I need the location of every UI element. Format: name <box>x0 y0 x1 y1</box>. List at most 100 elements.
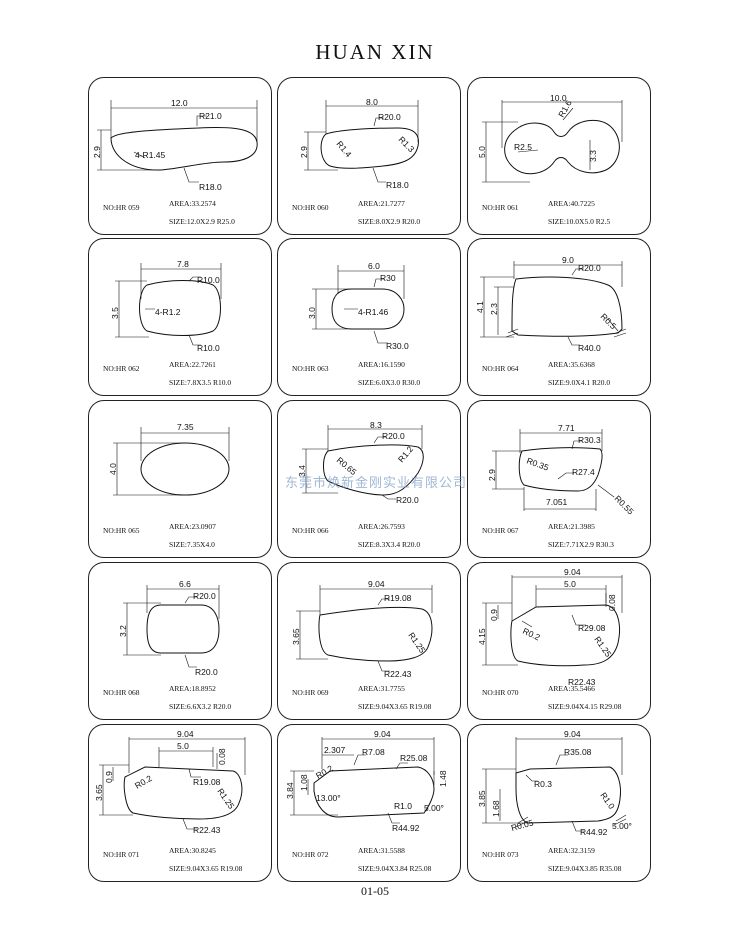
part-size: SIZE:9.04X3.85 R35.08 <box>548 864 622 873</box>
dim-label: R1.0 <box>598 790 617 811</box>
part-drawing: 9.04 2.307 R7.08 R25.08 3.84 1.08 R0.2 1… <box>285 729 448 833</box>
dim-label: R21.0 <box>199 111 222 121</box>
dim-label: 4.1 <box>475 301 485 313</box>
dim-label: R44.92 <box>580 827 608 837</box>
part-area: AREA:33.2574 <box>169 199 216 208</box>
dim-label: R1.4 <box>334 139 353 159</box>
part-area: AREA:40.7225 <box>548 199 595 208</box>
part-drawing: 7.35 4.0 <box>108 422 230 496</box>
part-drawing: 6.0 R30 3.0 4-R1.46 R30.0 <box>307 261 409 351</box>
dim-label: 8.0 <box>366 97 378 107</box>
dim-label: 9.04 <box>564 729 581 739</box>
part-size: SIZE:9.0X4.1 R20.0 <box>548 378 611 387</box>
part-area: AREA:35.6368 <box>548 360 595 369</box>
dim-label: R22.43 <box>193 825 221 835</box>
part-number: NO:HR 063 <box>292 364 329 373</box>
dim-label: R18.0 <box>386 180 409 190</box>
part-area: AREA:35.5466 <box>548 684 595 693</box>
part-card-hr072: 9.04 2.307 R7.08 R25.08 3.84 1.08 R0.2 1… <box>277 724 461 882</box>
part-area: AREA:16.1590 <box>358 360 405 369</box>
dim-label: 4.0 <box>108 463 118 475</box>
dim-label: R0.55 <box>613 493 636 516</box>
dim-label: R19.08 <box>193 777 221 787</box>
dim-label: R1.25 <box>406 630 427 655</box>
part-size: SIZE:7.8X3.5 R10.0 <box>169 378 232 387</box>
part-card-hr060: 8.0 R20.0 2.9 R1.4 R1.3 R18.0 NO:HR 060 … <box>277 77 461 235</box>
part-drawing: 8.3 R20.0 3.4 R0.65 R1.2 R20.0 <box>297 420 424 505</box>
dim-label: R0.05 <box>510 817 535 833</box>
part-drawing: 9.04 R35.08 R0.3 3.85 1.68 R1.0 R0.05 5.… <box>477 729 632 837</box>
part-size: SIZE:9.04X3.65 R19.08 <box>169 864 243 873</box>
part-card-hr073: 9.04 R35.08 R0.3 3.85 1.68 R1.0 R0.05 5.… <box>467 724 651 882</box>
part-area: AREA:32.3159 <box>548 846 595 855</box>
part-number: NO:HR 064 <box>482 364 519 373</box>
part-card-hr059: 12.0 R21.0 2.9 4-R1.45 R18.0 NO:HR 059 A… <box>88 77 272 235</box>
part-size: SIZE:9.04X3.65 R19.08 <box>358 702 432 711</box>
part-drawing: 12.0 R21.0 2.9 4-R1.45 R18.0 <box>92 98 258 192</box>
dim-label: R20.0 <box>195 667 218 677</box>
part-area: AREA:21.3985 <box>548 522 595 531</box>
part-drawing: 8.0 R20.0 2.9 R1.4 R1.3 R18.0 <box>299 97 419 190</box>
dim-label: 5.00° <box>424 803 444 813</box>
dim-label: 3.5 <box>110 307 120 319</box>
dim-label: 0.08 <box>217 748 227 765</box>
dim-label: 10.0 <box>550 93 567 103</box>
part-size: SIZE:9.04X4.15 R29.08 <box>548 702 622 711</box>
part-card-hr066: 8.3 R20.0 3.4 R0.65 R1.2 R20.0 NO:HR 066… <box>277 400 461 558</box>
part-size: SIZE:6.0X3.0 R30.0 <box>358 378 421 387</box>
part-card-hr070: 9.04 5.0 0.9 0.08 4.15 R0.2 R29.08 R1.25… <box>467 562 651 720</box>
part-number: NO:HR 062 <box>103 364 140 373</box>
part-drawing: 10.0 R1.6 5.0 R2.5 3.3 <box>477 93 623 183</box>
dim-label: 3.65 <box>291 628 301 645</box>
dim-label: R20.0 <box>396 495 419 505</box>
dim-label: R20.0 <box>193 591 216 601</box>
part-drawing: 9.04 R19.08 3.65 R1.25 R22.43 <box>291 579 433 679</box>
part-number: NO:HR 067 <box>482 526 519 535</box>
part-drawing: 9.04 5.0 0.9 0.08 4.15 R0.2 R29.08 R1.25… <box>477 567 623 687</box>
dim-label: R10.0 <box>197 275 220 285</box>
dim-label: R0.2 <box>314 763 335 781</box>
part-card-hr069: 9.04 R19.08 3.65 R1.25 R22.43 NO:HR 069 … <box>277 562 461 720</box>
dim-label: R0.2 <box>133 773 154 791</box>
dim-label: R29.08 <box>578 623 606 633</box>
dim-label: R1.3 <box>397 134 417 154</box>
dim-label: 3.2 <box>118 625 128 637</box>
part-number: NO:HR 061 <box>482 203 519 212</box>
part-area: AREA:18.8952 <box>169 684 216 693</box>
part-drawing: 7.71 R30.3 R0.35 2.9 R27.4 7.051 R0.55 <box>487 423 636 517</box>
dim-label: 7.35 <box>177 422 194 432</box>
dim-label: 3.4 <box>297 465 307 477</box>
part-area: AREA:31.7755 <box>358 684 405 693</box>
dim-label: R1.25 <box>592 634 613 659</box>
dim-label: R1.25 <box>215 786 236 811</box>
dim-label: 9.04 <box>177 729 194 739</box>
dim-label: 7.051 <box>546 497 568 507</box>
part-card-hr067: 7.71 R30.3 R0.35 2.9 R27.4 7.051 R0.55 N… <box>467 400 651 558</box>
dim-label: R22.43 <box>384 669 412 679</box>
dim-label: R40.0 <box>578 343 601 353</box>
dim-label: 6.6 <box>179 579 191 589</box>
part-size: SIZE:8.3X3.4 R20.0 <box>358 540 421 549</box>
part-number: NO:HR 059 <box>103 203 140 212</box>
dim-label: R35.08 <box>564 747 592 757</box>
dim-label: 7.8 <box>177 259 189 269</box>
part-number: NO:HR 068 <box>103 688 140 697</box>
dim-label: 9.04 <box>374 729 391 739</box>
part-card-hr062: 7.8 R10.0 3.5 4-R1.2 R10.0 NO:HR 062 ARE… <box>88 238 272 396</box>
dim-label: R2.5 <box>514 142 532 152</box>
dim-label: 6.0 <box>368 261 380 271</box>
part-number: NO:HR 066 <box>292 526 329 535</box>
part-card-hr065: 7.35 4.0 NO:HR 065 AREA:23.0907 SIZE:7.3… <box>88 400 272 558</box>
part-card-hr061: 10.0 R1.6 5.0 R2.5 3.3 NO:HR 061 AREA:40… <box>467 77 651 235</box>
dim-label: R0.2 <box>521 626 542 643</box>
dim-label: 1.48 <box>438 770 448 787</box>
part-area: AREA:23.0907 <box>169 522 216 531</box>
dim-label: 1.68 <box>491 800 501 817</box>
dim-label: 2.9 <box>92 146 102 158</box>
dim-label: 3.85 <box>477 790 487 807</box>
dim-label: R18.0 <box>199 182 222 192</box>
part-number: NO:HR 071 <box>103 850 140 859</box>
part-drawing: 9.04 5.0 0.08 3.65 0.9 R0.2 R19.08 R1.25… <box>94 729 246 835</box>
part-area: AREA:22.7261 <box>169 360 216 369</box>
dim-label: 3.65 <box>94 784 104 801</box>
